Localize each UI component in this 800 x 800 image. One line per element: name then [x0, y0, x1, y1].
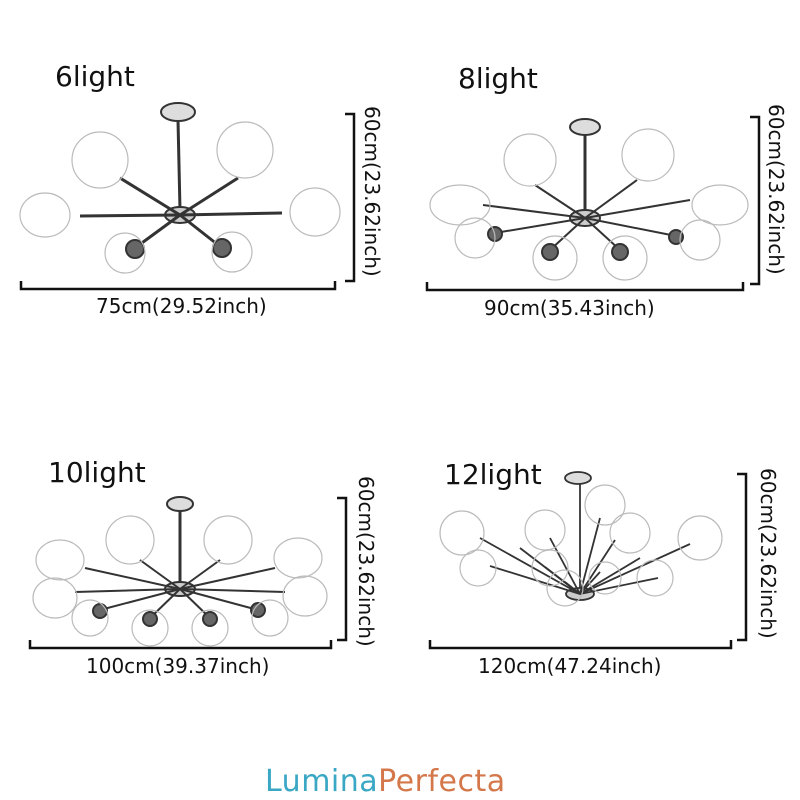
- height-dimension: 60cm(23.62inch): [354, 476, 378, 647]
- height-dimension: 60cm(23.62inch): [360, 106, 384, 277]
- panel-8light: 8light: [400, 0, 800, 340]
- panel-6light: 6light 75cm(29.52inch) 60cm(23.62inch): [0, 0, 400, 340]
- chandelier-12light-illustration: [428, 471, 748, 650]
- panel-10light: 10light: [0, 400, 400, 740]
- panel-title: 8light: [458, 62, 538, 95]
- panel-title: 10light: [48, 456, 146, 489]
- width-dimension: 90cm(35.43inch): [484, 296, 655, 320]
- chandelier-10light-illustration: [28, 496, 348, 650]
- width-dimension: 75cm(29.52inch): [96, 294, 267, 318]
- brand-logo: LuminaPerfecta: [265, 764, 506, 799]
- width-dimension: 100cm(39.37inch): [86, 654, 270, 678]
- panel-12light: 12light: [400, 400, 800, 740]
- brand-part-1: Lumina: [265, 764, 379, 799]
- chandelier-6light-illustration: [19, 102, 356, 291]
- height-dimension: 60cm(23.62inch): [756, 468, 780, 639]
- width-dimension: 120cm(47.24inch): [478, 654, 662, 678]
- height-dimension: 60cm(23.62inch): [764, 104, 788, 275]
- chandelier-8light-illustration: [425, 115, 761, 292]
- brand-part-2: Perfecta: [378, 764, 506, 799]
- panel-title: 6light: [55, 60, 135, 93]
- panel-title: 12light: [444, 458, 542, 491]
